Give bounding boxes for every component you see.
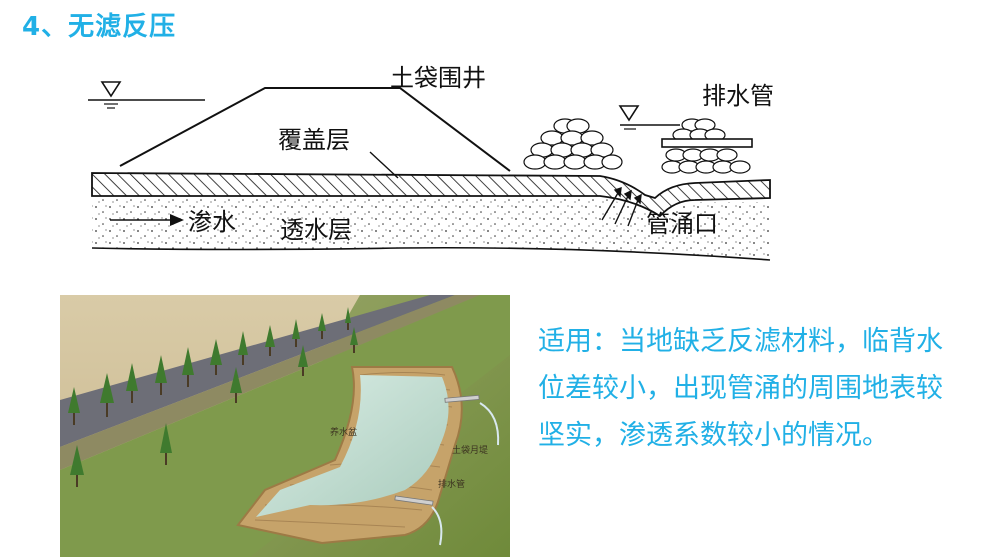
pipe-upper bbox=[444, 394, 480, 403]
slide-title: 4、无滤反压 bbox=[22, 12, 177, 42]
site-illustration: 养水盆 土袋月堤 排水管 bbox=[60, 295, 510, 557]
label-permeable-layer: 透水层 bbox=[280, 216, 352, 244]
label-piping-outlet: 管涌口 bbox=[646, 210, 718, 238]
photo-label-sandbag-dike: 土袋月堤 bbox=[452, 444, 488, 456]
embankment-shape bbox=[119, 87, 511, 172]
water-level-middle bbox=[618, 105, 680, 130]
photo-label-drain-pipe: 排水管 bbox=[438, 478, 465, 490]
label-seepage: 渗水 bbox=[188, 208, 236, 236]
label-sandbag-well: 土袋围井 bbox=[390, 64, 486, 92]
cross-section-diagram: 土袋围井 排水管 覆盖层 渗水 透水层 管涌口 bbox=[88, 64, 774, 261]
pipe-lower bbox=[394, 495, 434, 506]
sandbag-well-left bbox=[523, 118, 623, 170]
water-level-left bbox=[88, 81, 205, 109]
label-cover-layer: 覆盖层 bbox=[278, 126, 350, 154]
drain-pipe bbox=[661, 138, 753, 148]
tree-row bbox=[68, 307, 358, 487]
pool-water bbox=[256, 375, 449, 517]
photo-label-pool: 养水盆 bbox=[330, 426, 357, 438]
piping-arrows bbox=[601, 186, 642, 227]
seepage-arrow bbox=[110, 214, 184, 226]
label-drain-pipe: 排水管 bbox=[702, 82, 774, 110]
description-text: 适用：当地缺乏反滤材料，临背水位差较小，出现管涌的周围地表较坚实，渗透系数较小的… bbox=[538, 326, 943, 451]
sandbag-well-right bbox=[661, 118, 751, 174]
permeable-layer bbox=[92, 198, 770, 260]
